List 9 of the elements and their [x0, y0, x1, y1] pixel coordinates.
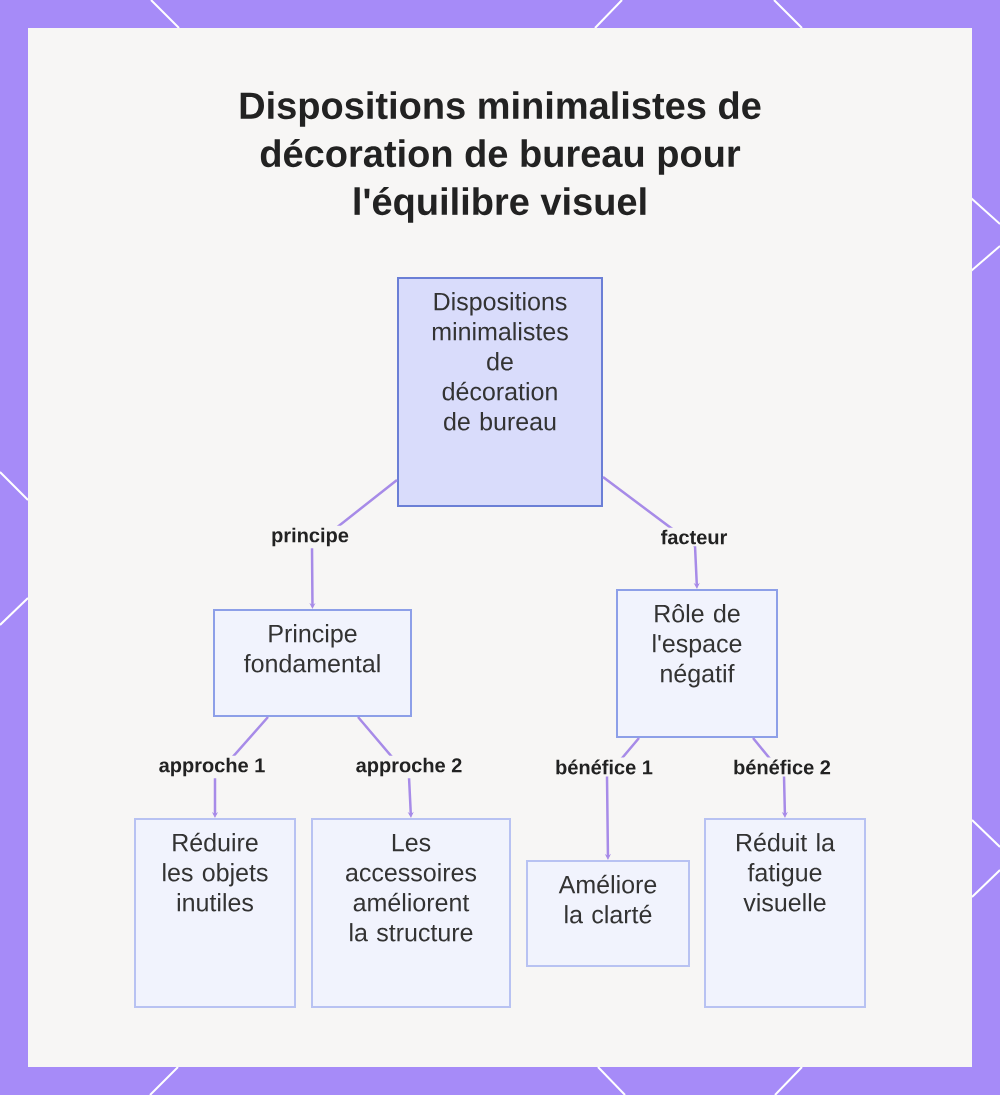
concept-box: Rôle de l'espace négatif — [616, 589, 778, 738]
root-box: Dispositions minimalistes de décoration de bureau — [397, 277, 603, 507]
title: Dispositions minimalistes de décoration de bureau pour l'équilibre visuel — [240, 91, 761, 223]
concept-box: Réduire les objets inutiles — [134, 818, 296, 1008]
concept-box: Les accessoires améliorent la structure — [311, 818, 511, 1008]
concept-box: Principe fondamental — [213, 609, 412, 717]
concept-box: Réduit la fatigue visuelle — [704, 818, 866, 1008]
concept-box: Améliore la clarté — [526, 860, 690, 967]
edge-label: principe — [269, 525, 351, 549]
